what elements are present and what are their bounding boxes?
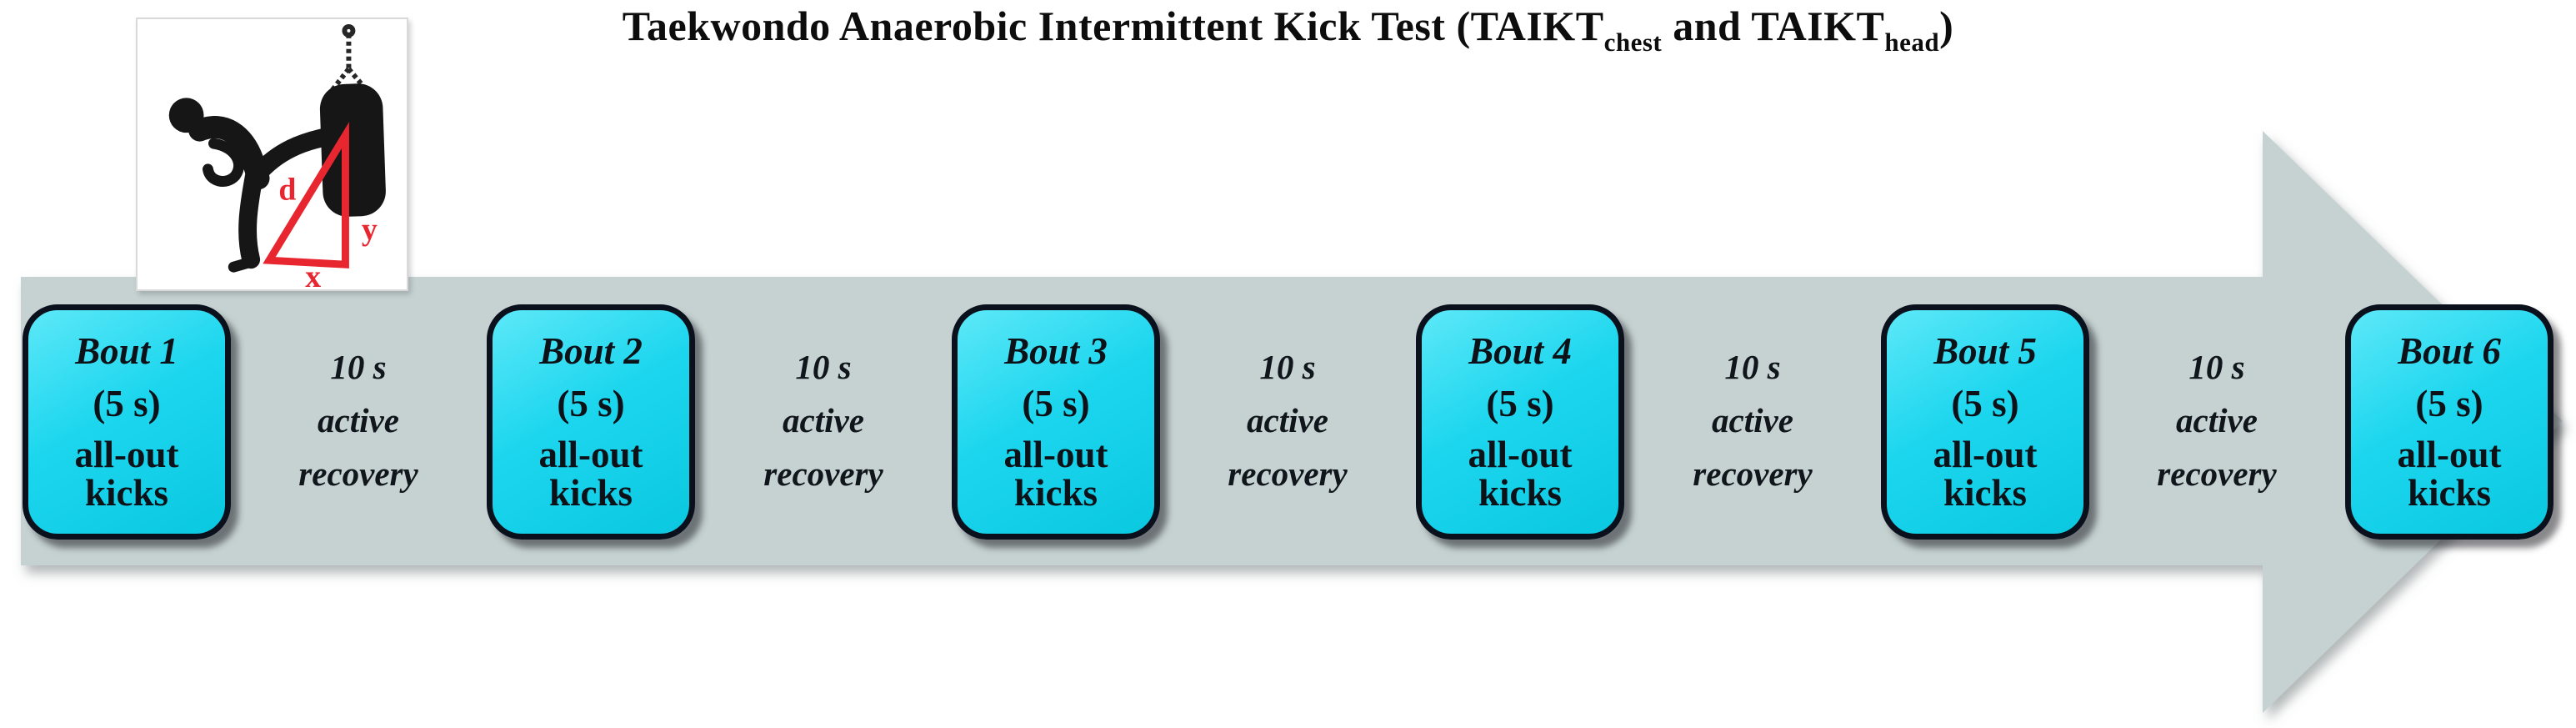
recovery-label-3: 10 s active recovery: [1179, 340, 1396, 500]
bout-duration: (5 s): [2415, 383, 2483, 424]
punching-bag-chain: [326, 23, 373, 98]
bout-line2: kicks: [1943, 472, 2028, 514]
bout-line2: kicks: [2407, 472, 2492, 514]
bout-line2: kicks: [548, 472, 633, 514]
bout-box-2: Bout 2 (5 s) all-out kicks: [487, 304, 695, 540]
bout-box-4: Bout 4 (5 s) all-out kicks: [1416, 304, 1624, 540]
bout-line2: kicks: [1013, 472, 1098, 514]
label-y: y: [362, 212, 378, 247]
bout-name: Bout 3: [1004, 330, 1108, 372]
bout-line1: all-out: [74, 434, 179, 475]
bout-name: Bout 5: [1933, 330, 2037, 372]
recovery-word2: recovery: [1693, 454, 1813, 493]
recovery-duration: 10 s: [795, 348, 852, 386]
recovery-duration: 10 s: [1259, 348, 1316, 386]
recovery-label-4: 10 s active recovery: [1644, 340, 1861, 500]
bout-name: Bout 6: [2398, 330, 2501, 372]
recovery-word2: recovery: [2157, 454, 2277, 493]
recovery-word2: recovery: [298, 454, 418, 493]
bout-box-3: Bout 3 (5 s) all-out kicks: [952, 304, 1160, 540]
recovery-word1: active: [1247, 401, 1328, 439]
recovery-word2: recovery: [763, 454, 883, 493]
bout-duration: (5 s): [557, 383, 625, 424]
bout-box-1: Bout 1 (5 s) all-out kicks: [23, 304, 231, 540]
bout-name: Bout 1: [75, 330, 178, 372]
bout-name: Bout 2: [539, 330, 643, 372]
bout-box-5: Bout 5 (5 s) all-out kicks: [1881, 304, 2089, 540]
recovery-word1: active: [1712, 401, 1793, 439]
label-d: d: [278, 173, 296, 208]
recovery-word1: active: [783, 401, 864, 439]
bout-duration: (5 s): [1486, 383, 1554, 424]
recovery-duration: 10 s: [2188, 348, 2245, 386]
recovery-label-5: 10 s active recovery: [2108, 340, 2325, 500]
recovery-word1: active: [2176, 401, 2258, 439]
recovery-word2: recovery: [1228, 454, 1348, 493]
recovery-duration: 10 s: [1724, 348, 1781, 386]
triangle-labels: d y x: [278, 173, 377, 289]
arrow-shape: [21, 131, 2563, 713]
bout-line1: all-out: [2397, 434, 2502, 475]
bout-duration: (5 s): [1951, 383, 2019, 424]
bout-box-6: Bout 6 (5 s) all-out kicks: [2345, 304, 2553, 540]
measurement-triangle: [263, 122, 349, 269]
figure-title: Taekwondo Anaerobic Intermittent Kick Te…: [0, 0, 2576, 67]
label-x: x: [305, 259, 321, 289]
bout-line1: all-out: [1003, 434, 1108, 475]
bout-line1: all-out: [1468, 434, 1573, 475]
title-prefix: Taekwondo Anaerobic Intermittent Kick Te…: [622, 3, 1604, 49]
recovery-duration: 10 s: [330, 348, 387, 386]
title-subscript-head: head: [1884, 28, 1940, 57]
bout-line1: all-out: [538, 434, 643, 475]
bout-duration: (5 s): [1022, 383, 1090, 424]
title-subscript-chest: chest: [1603, 28, 1663, 57]
bout-line1: all-out: [1933, 434, 2038, 475]
recovery-label-2: 10 s active recovery: [715, 340, 932, 500]
title-suffix: ): [1939, 3, 1954, 49]
kicking-person: [168, 98, 355, 273]
recovery-word1: active: [318, 401, 399, 439]
title-middle: and TAIKT: [1662, 3, 1885, 49]
recovery-label-1: 10 s active recovery: [250, 340, 467, 500]
bout-line2: kicks: [1478, 472, 1563, 514]
kick-test-pictogram: d y x: [136, 18, 408, 291]
bout-line2: kicks: [84, 472, 169, 514]
punching-bag: [319, 83, 386, 217]
bout-duration: (5 s): [93, 383, 161, 424]
bout-name: Bout 4: [1468, 330, 1572, 372]
